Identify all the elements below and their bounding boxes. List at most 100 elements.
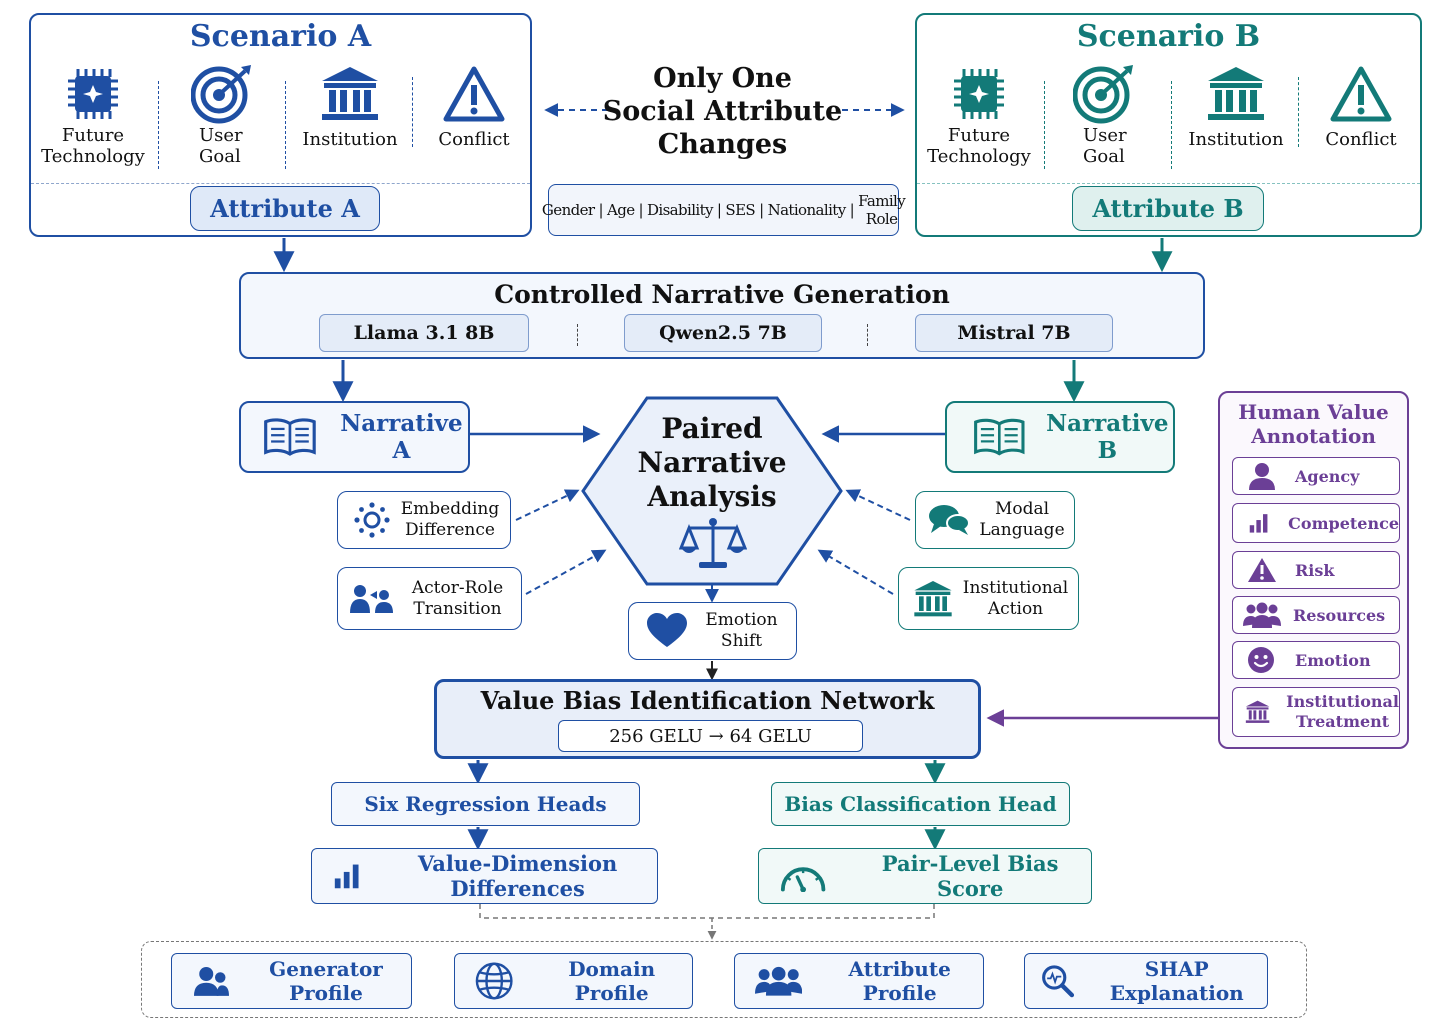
book-icon (974, 418, 1025, 456)
institution-icon (322, 67, 378, 120)
narrative-a-box: Narrative A (239, 401, 470, 473)
analysis-line: Analysis (647, 480, 777, 513)
attribute-item: Family Role (858, 192, 906, 228)
model-llama: Llama 3.1 8B (319, 314, 529, 352)
narrative-b-label: Narrative B (1046, 410, 1169, 464)
scenario-b-item-institution: Institution (1171, 65, 1301, 150)
item-label: Goal (199, 146, 241, 167)
profile-label: Generator Profile (269, 957, 383, 1005)
feature-label-line: Action (987, 598, 1044, 619)
divider (158, 81, 159, 169)
value-dimension-label: Value-Dimension Differences (417, 851, 618, 901)
attribute-item: Disability (646, 201, 714, 219)
target-icon (191, 65, 251, 124)
bar-chart-icon (334, 864, 359, 889)
annotation-label-line: Treatment (1295, 712, 1390, 731)
separator: | (598, 201, 604, 219)
value-dimension-differences-box: Value-Dimension Differences (311, 848, 658, 904)
feature-label-line: Embedding (400, 499, 500, 519)
item-label: Goal (1083, 146, 1125, 167)
attribute-a-box: Attribute A (190, 186, 380, 231)
target-icon (1073, 65, 1133, 124)
group-icon (1243, 602, 1281, 628)
heading-line: Only One (653, 63, 792, 94)
scenario-b-title: Scenario B (1076, 19, 1261, 54)
divider (31, 183, 530, 184)
item-label: Conflict (438, 129, 510, 150)
feature-label-line: Emotion (705, 610, 778, 630)
annotation-risk: Risk (1232, 551, 1400, 589)
globe-icon (475, 962, 513, 1000)
annotation-competence: Competence (1232, 503, 1400, 543)
scenario-b-item-future-technology: Future Technology (917, 63, 1041, 167)
dashed-to-institutional (817, 549, 894, 595)
item-label: Technology (927, 146, 1031, 167)
item-label: User (199, 125, 243, 146)
scenario-b-panel: Scenario B Future Technology User Goal (915, 13, 1422, 237)
modal-language-box: Modal Language (915, 491, 1075, 549)
domain-profile-box: Domain Profile (454, 953, 693, 1009)
attribute-item: Age (606, 201, 635, 219)
institutional-action-box: Institutional Action (898, 567, 1079, 630)
human-annotation-title: Human Value Annotation (1220, 400, 1407, 448)
bias-score-label: Pair-Level Bias Score (881, 851, 1059, 901)
divider (1044, 81, 1045, 169)
narrative-b-box: Narrative B (945, 401, 1175, 473)
divider (412, 77, 413, 147)
divider (577, 324, 578, 346)
divider (1171, 81, 1172, 169)
smiley-icon (1248, 647, 1274, 673)
scenario-b-item-conflict: Conflict (1298, 65, 1424, 150)
profile-label: Attribute Profile (848, 957, 951, 1005)
dashed-to-actor (525, 549, 607, 595)
chip-icon (954, 69, 1004, 119)
annotation-label: Emotion (1295, 650, 1371, 670)
scenario-a-item-user-goal: User Goal (155, 63, 285, 167)
classification-head-box: Bias Classification Head (771, 782, 1070, 826)
separator: | (716, 201, 722, 219)
heart-icon (647, 613, 687, 647)
magnifier-icon (1042, 965, 1075, 998)
warning-icon (443, 66, 505, 122)
narrative-a-label: Narrative A (340, 410, 463, 464)
attribute-item: Gender (541, 201, 595, 219)
attribute-profile-box: Attribute Profile (734, 953, 984, 1009)
dashed-to-modal (845, 489, 911, 521)
regression-heads-box: Six Regression Heads (331, 782, 640, 826)
model-qwen: Qwen2.5 7B (624, 314, 822, 352)
annotation-label: Resources (1293, 605, 1386, 625)
scenario-a-item-institution: Institution (285, 65, 415, 150)
generation-panel: Controlled Narrative Generation Llama 3.… (239, 272, 1205, 359)
divider (285, 81, 286, 169)
analysis-line: Narrative (637, 446, 787, 479)
gauge-icon (780, 867, 826, 892)
attribute-b-box: Attribute B (1072, 186, 1264, 231)
heading-line: Changes (657, 129, 788, 160)
dashed-to-embedding (515, 489, 580, 521)
item-label: Future (947, 125, 1011, 146)
analysis-line: Paired (661, 412, 763, 445)
network-layers: 256 GELU → 64 GELU (558, 720, 863, 752)
separator: | (638, 201, 643, 219)
only-one-attribute-heading: Only One Social Attribute Changes (600, 62, 845, 161)
analysis-title: Paired Narrative Analysis (612, 412, 812, 514)
annotation-label-line: Institutional (1286, 692, 1399, 711)
profile-label: SHAP Explanation (1109, 957, 1244, 1005)
item-label: Conflict (1325, 129, 1397, 150)
emotion-shift-box: Emotion Shift (628, 602, 797, 660)
chip-icon (68, 69, 118, 119)
feature-label-line: Difference (405, 520, 495, 540)
user-group-icon (194, 967, 229, 996)
scenario-a-item-conflict: Conflict (412, 65, 536, 150)
scenario-b-item-user-goal: User Goal (1041, 63, 1171, 167)
institution-icon (1245, 700, 1270, 723)
item-label: Future (61, 125, 125, 146)
feature-label-line: Modal (994, 499, 1050, 519)
actor-role-box: Actor-Role Transition (337, 567, 522, 630)
item-label: User (1083, 125, 1127, 146)
annotation-label: Risk (1295, 560, 1335, 580)
annotation-emotion: Emotion (1232, 641, 1400, 679)
model-mistral: Mistral 7B (915, 314, 1113, 352)
annotation-institutional-treatment: Institutional Treatment (1232, 687, 1400, 737)
